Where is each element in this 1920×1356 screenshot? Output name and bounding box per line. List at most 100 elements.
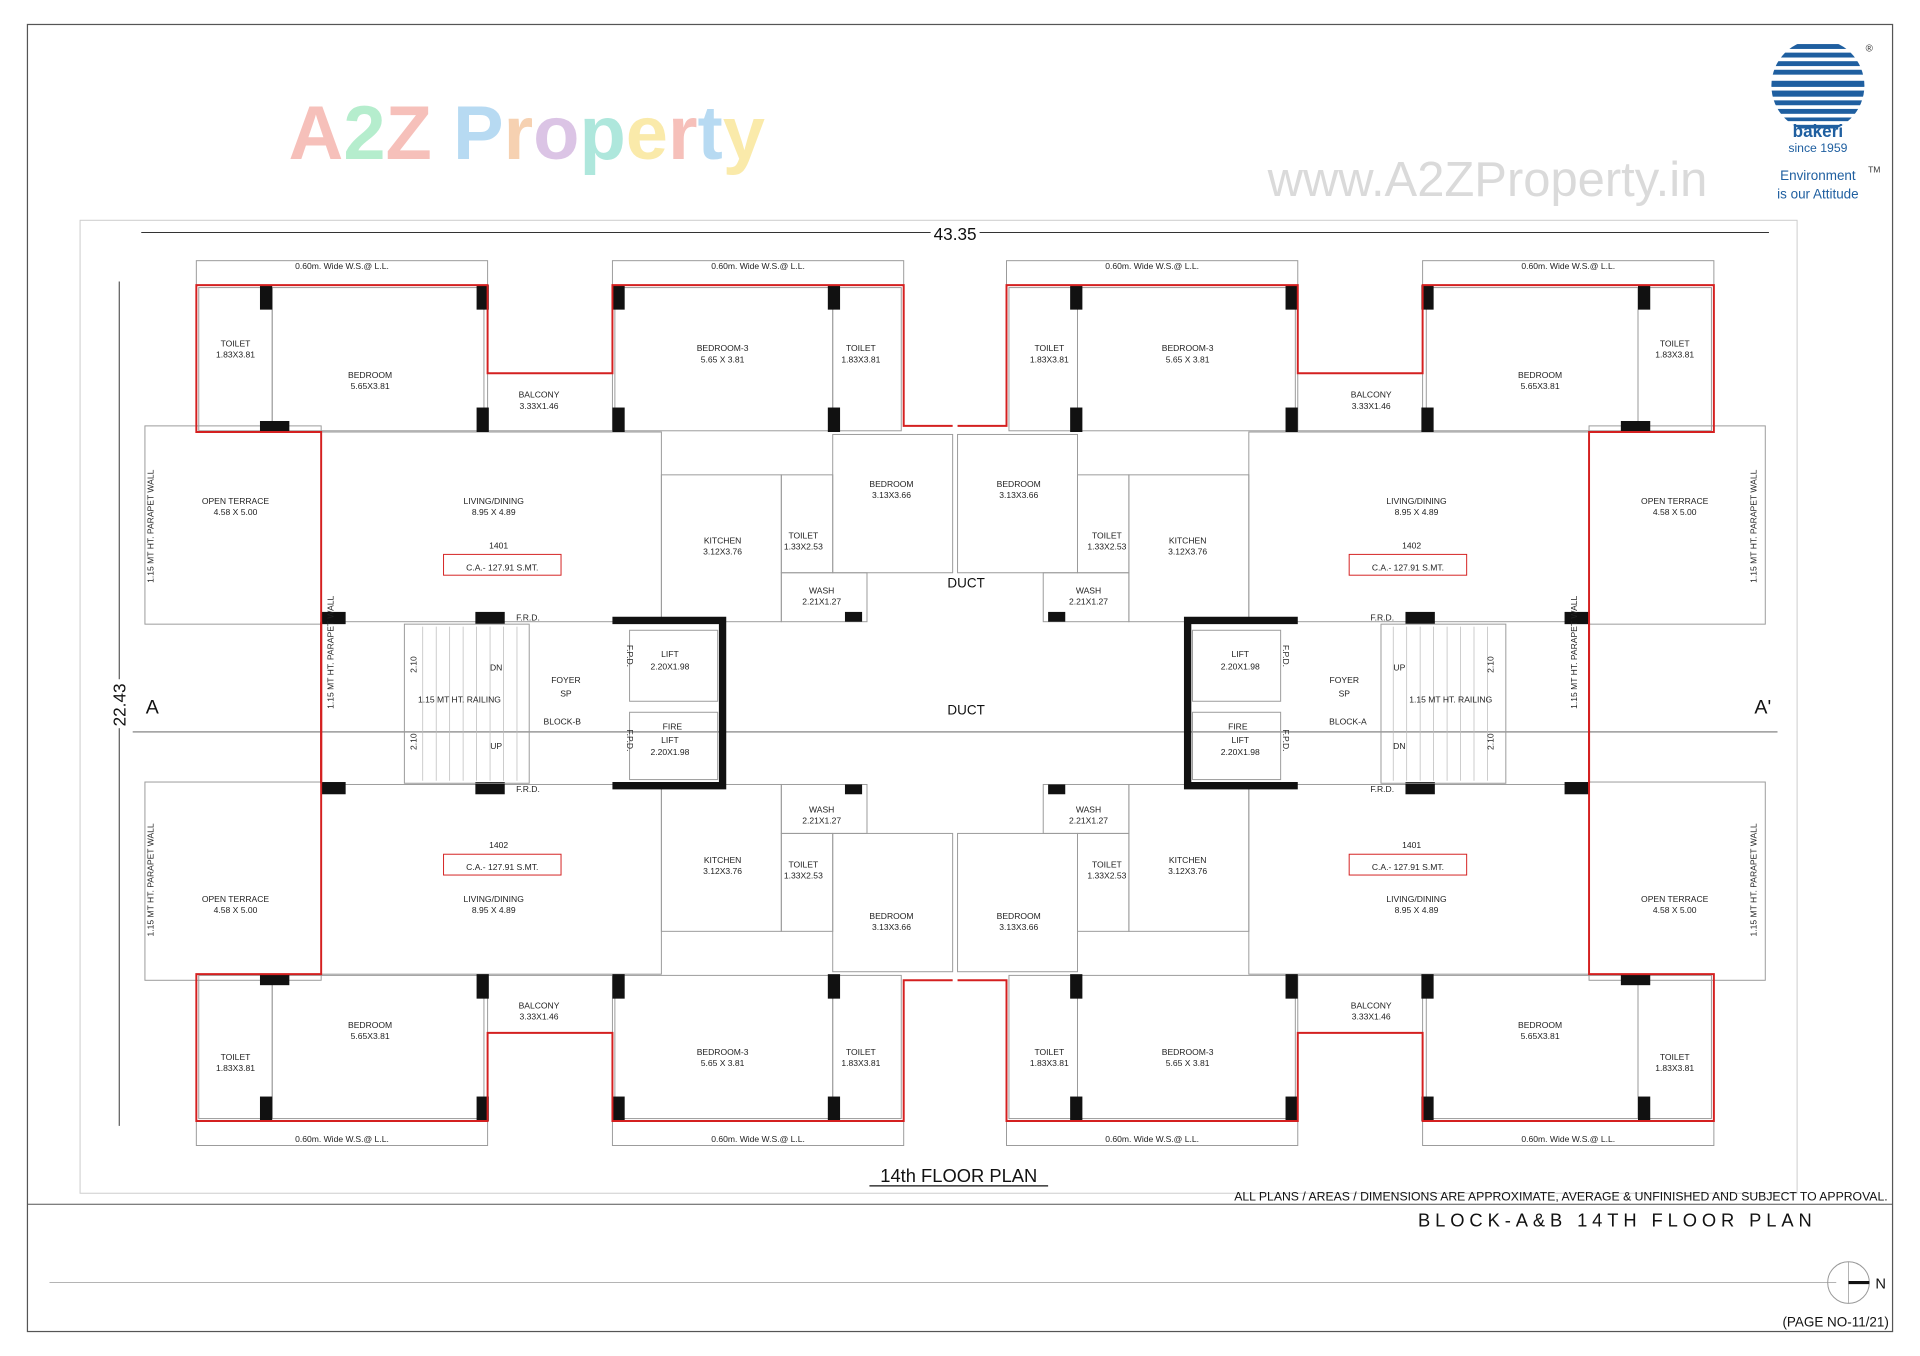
fire-lift-label: FIRE <box>663 721 683 731</box>
room-outline <box>144 781 322 981</box>
room-size: 1.33X2.53 <box>784 541 823 551</box>
room-outline <box>1076 832 1130 932</box>
room-name: BEDROOM <box>348 370 392 380</box>
logo-stripe <box>1771 52 1865 58</box>
room-name: WASH <box>809 805 834 815</box>
room-name: OPEN TERRACE <box>1641 894 1709 904</box>
unit-boundary <box>957 284 1715 784</box>
column <box>1421 407 1434 433</box>
column <box>1620 420 1651 433</box>
room-outline <box>1042 783 1130 834</box>
fpd-label: F.P.D. <box>1281 729 1291 751</box>
railing-label: 1.15 MT HT. RAILING <box>1409 694 1492 704</box>
room-size: 2.21X1.27 <box>802 597 841 607</box>
room-size: 5.65X3.81 <box>351 1031 390 1041</box>
fire-lift-car <box>629 711 719 781</box>
column <box>612 285 625 310</box>
ws-ledge-label: 0.60m. Wide W.S.@ L.L. <box>1105 1134 1199 1144</box>
room-name: KITCHEN <box>704 535 742 545</box>
room-name: TOILET <box>846 343 877 353</box>
room-size: 1.83X3.81 <box>841 354 880 364</box>
core-block-b <box>403 616 727 790</box>
column <box>475 611 505 625</box>
section-mark-a: A <box>146 696 160 718</box>
column <box>827 285 841 310</box>
parapet-label: 1.15 MT HT. PARAPET WALL <box>325 595 335 708</box>
room-name: BALCONY <box>1351 1000 1392 1010</box>
column <box>1421 1096 1434 1122</box>
brand-tagline-2: is our Attitude <box>1777 186 1859 201</box>
unit-number: 1402 <box>489 840 508 850</box>
room-name: LIVING/DINING <box>464 894 525 904</box>
room-outline <box>1008 974 1078 1120</box>
room-name: BEDROOM <box>997 911 1041 921</box>
room-name: BEDROOM <box>1518 370 1562 380</box>
room-size: 2.21X1.27 <box>1069 597 1108 607</box>
room-size: 8.95 X 4.89 <box>472 507 516 517</box>
brand-tagline-1: Environment <box>1780 168 1856 183</box>
room-name: BALCONY <box>519 390 560 400</box>
column <box>827 974 841 999</box>
column <box>844 784 863 795</box>
unit-boundary <box>195 622 953 1123</box>
fpd-label: F.P.D. <box>625 645 635 667</box>
room-name: TOILET <box>1034 343 1065 353</box>
ws-ledge-label: 0.60m. Wide W.S.@ L.L. <box>711 1134 805 1144</box>
unit-boundary <box>195 284 953 784</box>
logo-stripe <box>1771 80 1865 87</box>
parapet-label: 1.15 MT HT. PARAPET WALL <box>1749 469 1759 582</box>
room-size: 3.12X3.76 <box>703 546 742 556</box>
room-name: BALCONY <box>1351 390 1392 400</box>
core-block-a <box>1183 616 1507 790</box>
bakeri-logo: ® bakeri since 1959 Environment TM is ou… <box>1771 43 1880 201</box>
room-name: WASH <box>1076 586 1101 596</box>
room-size: 3.33X1.46 <box>1352 401 1391 411</box>
depth-value: 22.43 <box>109 683 129 726</box>
column <box>1285 1096 1298 1122</box>
column <box>1405 782 1435 795</box>
room-name: BEDROOM-3 <box>1162 1047 1214 1057</box>
room-size: 1.83X3.81 <box>216 1063 255 1073</box>
room-name: BEDROOM-3 <box>697 1047 749 1057</box>
room-name: BEDROOM <box>869 479 913 489</box>
room-size: 5.65 X 3.81 <box>1166 354 1210 364</box>
unit-boundary <box>957 622 1715 1123</box>
column <box>259 285 273 310</box>
stair-width: 2.10 <box>409 656 419 673</box>
room-name: LIVING/DINING <box>1386 894 1447 904</box>
room-outline <box>320 783 662 975</box>
room-size: 3.13X3.66 <box>999 922 1038 932</box>
carpet-area-box <box>443 853 562 876</box>
room-name: OPEN TERRACE <box>202 496 270 506</box>
foyer-label: FOYER <box>1330 675 1359 685</box>
room-size: 3.33X1.46 <box>1352 1011 1391 1021</box>
unit-1402-block-a <box>957 260 1766 784</box>
logo-stripe <box>1771 61 1865 67</box>
column <box>1070 974 1083 999</box>
logo-stripe <box>1771 117 1865 122</box>
lift-shaft-wall <box>612 616 727 790</box>
room-size: 8.95 X 4.89 <box>1395 507 1439 517</box>
watermark-url: www.A2ZProperty.in <box>1267 153 1708 207</box>
column <box>1285 407 1298 433</box>
room-name: OPEN TERRACE <box>202 894 270 904</box>
room-size: 1.83X3.81 <box>1030 1058 1069 1068</box>
room-outline <box>271 974 485 1120</box>
room-size: 5.65X3.81 <box>1521 381 1560 391</box>
room-size: 3.13X3.66 <box>999 490 1038 500</box>
north-arrow-icon: N <box>1827 1261 1886 1304</box>
carpet-area: C.A.- 127.91 S.MT. <box>466 562 538 572</box>
block-label: BLOCK-B <box>543 717 581 727</box>
fire-lift-label-2: LIFT <box>1231 735 1249 745</box>
lift-label: LIFT <box>661 649 679 659</box>
ws-ledge-label: 0.60m. Wide W.S.@ L.L. <box>295 1134 389 1144</box>
column <box>1620 974 1651 986</box>
room-outline <box>1008 287 1078 432</box>
room-size: 2.21X1.27 <box>1069 816 1108 826</box>
room-size: 1.83X3.81 <box>1655 349 1694 359</box>
column <box>476 1096 489 1122</box>
brand-name: bakeri <box>1793 121 1843 141</box>
parapet-label: 1.15 MT HT. PARAPET WALL <box>1569 595 1579 708</box>
room-name: KITCHEN <box>1169 855 1207 865</box>
